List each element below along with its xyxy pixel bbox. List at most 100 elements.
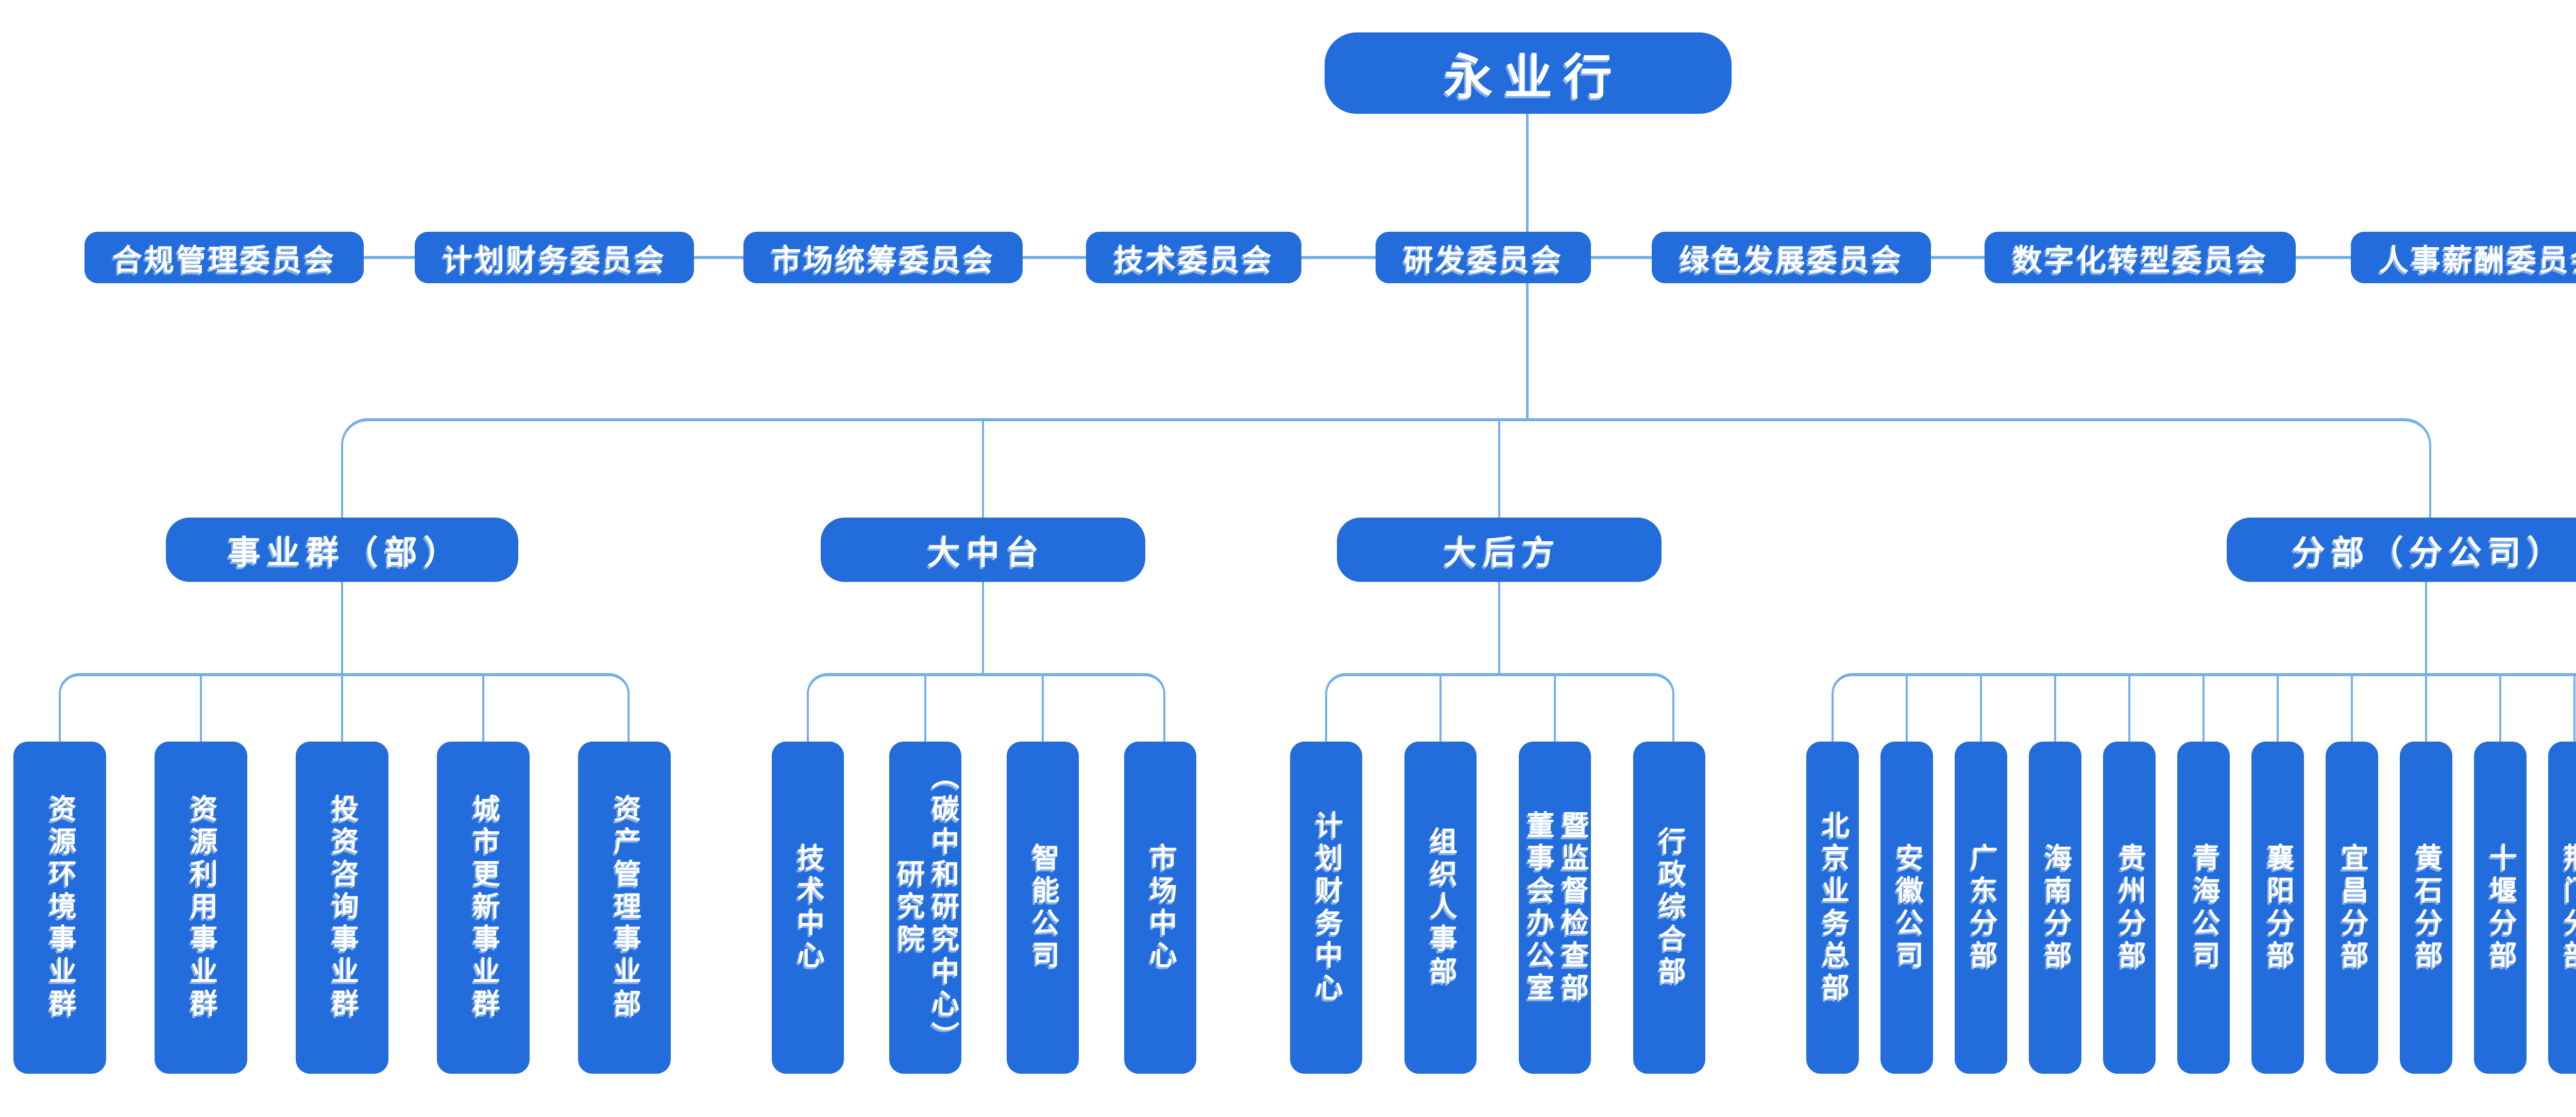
department-label-column: （碳中和研究中心） xyxy=(927,762,958,1054)
org-node-department[interactable]: 技术中心 xyxy=(772,742,844,1074)
connector-level3-drop xyxy=(1439,675,1442,742)
org-node-department[interactable]: 荆门分部 xyxy=(2548,742,2576,1074)
org-node-department[interactable]: 广东分部 xyxy=(1955,742,2007,1074)
connector-level3-bracket xyxy=(1325,673,1674,745)
department-label-column: 城市更新事业群 xyxy=(468,794,499,1021)
connector-level3-drop xyxy=(2425,675,2427,742)
connector-group-drop xyxy=(1498,581,1500,676)
connector-level3-drop xyxy=(1906,675,1908,742)
department-label-column: 十堰分部 xyxy=(2485,843,2516,973)
connector-group-drop xyxy=(341,581,343,676)
connector-group-drop xyxy=(2425,581,2427,676)
org-node-department[interactable]: 安徽公司 xyxy=(1880,742,1933,1074)
org-node-department[interactable]: 黄石分部 xyxy=(2400,742,2452,1074)
connector-level3-drop xyxy=(2573,675,2575,742)
department-label-column: 技术中心 xyxy=(792,843,824,973)
connector-level3-drop xyxy=(1042,675,1044,742)
department-label-column: 暨监督检查部 xyxy=(1556,810,1588,1005)
org-node-committee[interactable]: 合规管理委员会 xyxy=(84,232,364,283)
org-node-committee[interactable]: 绿色发展委员会 xyxy=(1651,232,1931,283)
org-node-committee[interactable]: 人事薪酬委员会 xyxy=(2350,232,2576,283)
committee-label: 市场统筹委员会 xyxy=(771,244,995,277)
org-node-committee[interactable]: 计划财务委员会 xyxy=(414,232,694,283)
connector-level2-drop xyxy=(982,420,984,518)
connector-level3-bracket xyxy=(807,673,1165,745)
department-label-column: 北京业务总部 xyxy=(1817,810,1849,1005)
connector-level3-drop xyxy=(341,675,343,742)
committee-label: 研发委员会 xyxy=(1403,244,1564,277)
department-label-column: 投资咨询事业群 xyxy=(327,794,358,1021)
department-label-column: 襄阳分部 xyxy=(2262,843,2294,973)
org-node-department[interactable]: 智能公司 xyxy=(1007,742,1079,1074)
org-node-department[interactable]: 北京业务总部 xyxy=(1806,742,1859,1074)
department-label-column: 荆门分部 xyxy=(2559,843,2576,973)
org-node-department[interactable]: 资源环境事业群 xyxy=(13,742,106,1074)
connector-level2-drop xyxy=(1498,420,1500,518)
org-node-department[interactable]: 宜昌分部 xyxy=(2326,742,2378,1074)
connector-level3-drop xyxy=(2202,675,2205,742)
org-node-group[interactable]: 大后方 xyxy=(1337,518,1662,582)
group-label: 大后方 xyxy=(1444,534,1561,571)
org-node-committee[interactable]: 数字化转型委员会 xyxy=(1984,232,2296,283)
connector-level3-drop xyxy=(1980,675,1982,742)
department-label-column: 计划财务中心 xyxy=(1311,810,1342,1005)
org-node-committee[interactable]: 技术委员会 xyxy=(1086,232,1302,283)
org-node-department[interactable]: 十堰分部 xyxy=(2474,742,2527,1074)
department-label-column: 青海公司 xyxy=(2188,843,2219,973)
org-node-department[interactable]: 城市更新事业群 xyxy=(437,742,530,1074)
committee-label: 人事薪酬委员会 xyxy=(2378,244,2576,277)
org-node-department[interactable]: 资源利用事业群 xyxy=(155,742,247,1074)
department-label-column: 董事会办公室 xyxy=(1522,810,1553,1005)
connector-level2-bracket xyxy=(341,418,2431,521)
org-node-department[interactable]: 董事会办公室暨监督检查部 xyxy=(1519,742,1591,1074)
org-node-group[interactable]: 大中台 xyxy=(821,518,1145,582)
department-label-column: 组织人事部 xyxy=(1425,827,1456,989)
org-node-department[interactable]: 组织人事部 xyxy=(1404,742,1477,1074)
committee-label: 合规管理委员会 xyxy=(112,244,336,277)
department-label-column: 黄石分部 xyxy=(2411,843,2442,973)
department-label-column: 广东分部 xyxy=(1965,843,1997,973)
connector-level3-drop xyxy=(924,675,926,742)
department-label-column: 安徽公司 xyxy=(1891,843,1923,973)
connector-level3-drop xyxy=(2128,675,2130,742)
org-node-department[interactable]: 行政综合部 xyxy=(1633,742,1705,1074)
group-label: 事业群（部） xyxy=(228,534,463,571)
connector-level3-drop xyxy=(200,675,202,742)
org-node-department[interactable]: 计划财务中心 xyxy=(1290,742,1362,1074)
org-node-department[interactable]: 市场中心 xyxy=(1124,742,1196,1074)
department-label-column: 行政综合部 xyxy=(1654,827,1685,989)
department-label-column: 贵州分部 xyxy=(2114,843,2145,973)
org-node-root[interactable]: 永业行 xyxy=(1325,32,1732,114)
department-label-column: 资源环境事业群 xyxy=(44,794,76,1021)
department-label-column: 宜昌分部 xyxy=(2336,843,2368,973)
group-label: 大中台 xyxy=(927,534,1045,571)
org-node-department[interactable]: 青海公司 xyxy=(2177,742,2230,1074)
department-label-column: 海南分部 xyxy=(2040,843,2071,973)
department-label-column: 智能公司 xyxy=(1027,843,1059,973)
connector-level3-drop xyxy=(2277,675,2279,742)
org-node-department[interactable]: 贵州分部 xyxy=(2103,742,2156,1074)
connector-level3-drop xyxy=(2054,675,2056,742)
committee-label: 数字化转型委员会 xyxy=(2012,244,2268,277)
connector-level3-drop xyxy=(482,675,484,742)
committee-label: 绿色发展委员会 xyxy=(1679,244,1904,277)
org-node-department[interactable]: 资产管理事业部 xyxy=(578,742,671,1074)
group-label: 分部（分公司） xyxy=(2292,534,2566,571)
connector-level3-bracket xyxy=(59,673,630,745)
org-node-department[interactable]: 襄阳分部 xyxy=(2251,742,2304,1074)
org-node-committee[interactable]: 研发委员会 xyxy=(1375,232,1591,283)
committee-label: 技术委员会 xyxy=(1113,244,1274,277)
org-node-department[interactable]: 海南分部 xyxy=(2029,742,2081,1074)
org-node-committee[interactable]: 市场统筹委员会 xyxy=(743,232,1023,283)
department-label-column: 资产管理事业部 xyxy=(609,794,640,1021)
connector-group-drop xyxy=(982,581,984,676)
org-node-department[interactable]: 研究院（碳中和研究中心） xyxy=(889,742,961,1074)
org-node-group[interactable]: 分部（分公司） xyxy=(2226,518,2576,582)
org-node-group[interactable]: 事业群（部） xyxy=(166,518,518,582)
connector-level3-drop xyxy=(1554,675,1556,742)
org-node-root-label: 永业行 xyxy=(1444,50,1623,104)
department-label-column: 资源利用事业群 xyxy=(185,794,217,1021)
department-label-column: 市场中心 xyxy=(1145,843,1176,973)
org-node-department[interactable]: 投资咨询事业群 xyxy=(296,742,388,1074)
